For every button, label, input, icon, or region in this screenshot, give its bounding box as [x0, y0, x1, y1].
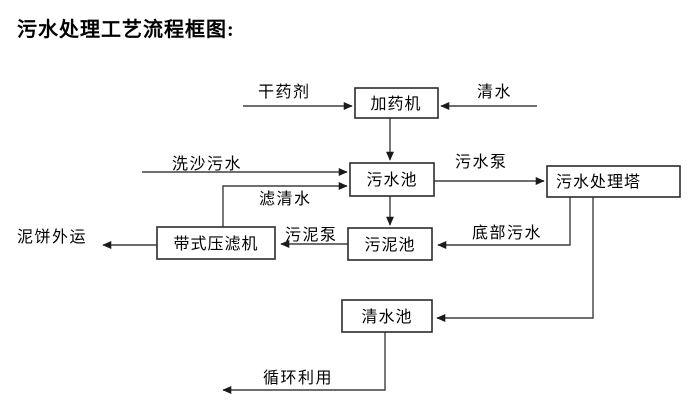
page-title: 污水处理工艺流程框图: [17, 19, 235, 41]
node-sludge-pool-label: 污泥池 [364, 236, 415, 254]
node-clear-water-pool: 清水池 [341, 299, 433, 333]
flow-label-bottom-sewage: 底部污水 [472, 224, 542, 242]
node-sewage-pool-box [349, 162, 435, 197]
arrow-treatment-tower-to-clear-water-pool [436, 197, 594, 322]
arrow-filtered-water-to-sewage-pool [222, 182, 348, 227]
node-belt-filter-press: 带式压滤机 [156, 226, 276, 260]
flow-label-sand-washing-sewage: 洗沙污水 [172, 155, 242, 173]
node-treatment-tower-box [546, 165, 681, 198]
node-clear-water-pool-label: 清水池 [361, 308, 412, 326]
node-sludge-pool: 污泥池 [347, 227, 433, 261]
node-treatment-tower-label: 污水处理塔 [556, 173, 641, 191]
flow-label-filtered-water: 滤清水 [259, 190, 312, 208]
node-clear-water-pool-box [341, 299, 433, 333]
node-dosing-machine-box [354, 87, 439, 119]
arrow-clear-water-pool-to-recycling [222, 332, 386, 394]
node-dosing-machine-label: 加药机 [370, 95, 421, 113]
node-dosing-machine: 加药机 [354, 87, 439, 119]
node-sewage-pool-label: 污水池 [366, 171, 417, 189]
flow-label-dry-chemical: 干药剂 [258, 83, 311, 101]
flow-label-mud-cake-out: 泥饼外运 [17, 228, 87, 246]
arrow-bottom-sewage-to-sludge-pool [437, 197, 571, 249]
flow-label-clear-water: 清水 [477, 83, 512, 101]
node-belt-filter-press-box [156, 226, 276, 260]
node-sludge-pool-box [347, 227, 433, 261]
node-sewage-pool: 污水池 [349, 162, 435, 197]
flow-label-sludge-pump: 污泥泵 [285, 226, 338, 244]
node-treatment-tower: 污水处理塔 [546, 165, 681, 198]
node-belt-filter-press-label: 带式压滤机 [173, 235, 258, 253]
flow-label-sewage-pump: 污水泵 [455, 153, 508, 171]
flow-label-recycling: 循环利用 [263, 369, 333, 387]
